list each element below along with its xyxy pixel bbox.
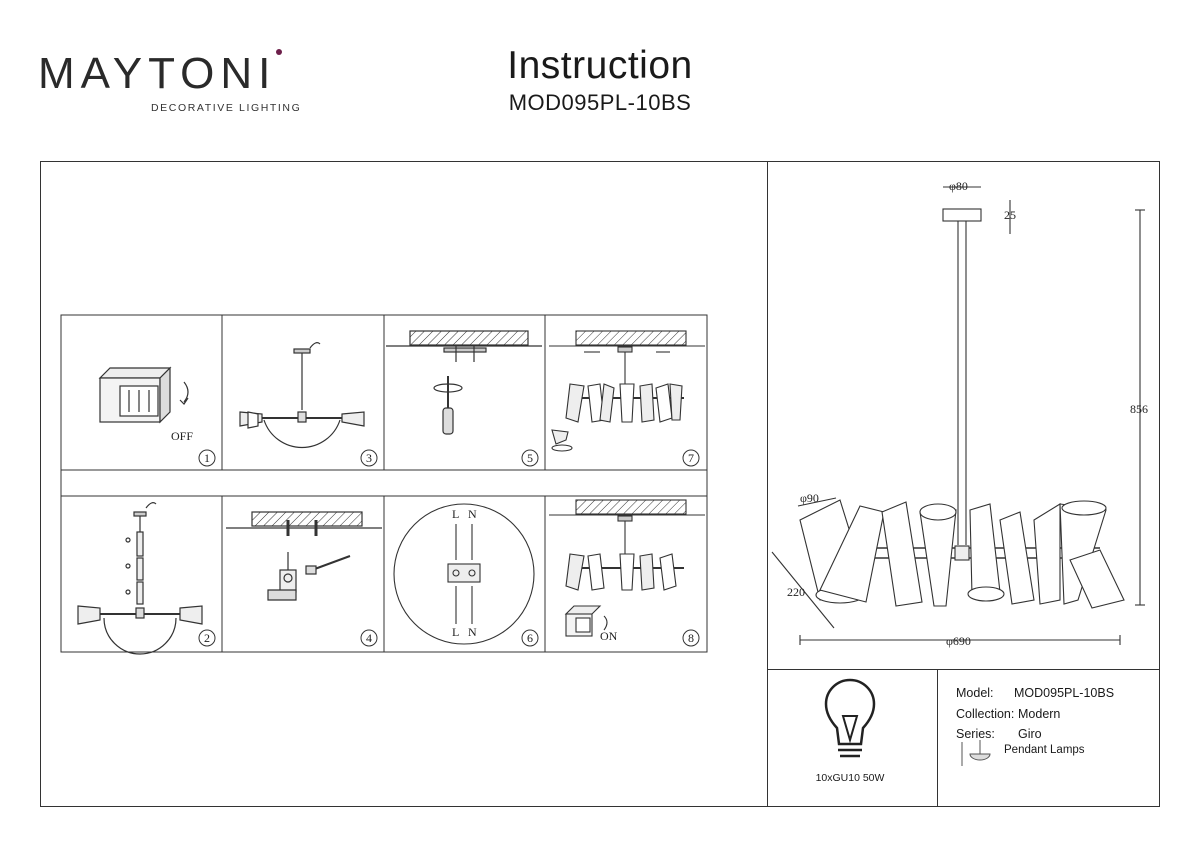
step-number-5: 5 bbox=[527, 451, 533, 465]
spec-collection-value: Modern bbox=[1018, 707, 1061, 721]
pendant-lamp-icon bbox=[961, 740, 991, 766]
step-number-3: 3 bbox=[366, 451, 372, 465]
page-title: Instruction bbox=[507, 44, 693, 87]
spec-model-value: MOD095PL-10BS bbox=[1014, 686, 1115, 700]
step-2-diagram bbox=[77, 502, 203, 655]
bulb-spec: 10xGU10 50W bbox=[815, 772, 885, 784]
off-label: OFF bbox=[171, 429, 193, 443]
wire-l-bottom: L bbox=[452, 625, 459, 639]
instruction-frame bbox=[40, 161, 1160, 807]
brand-name: MAYTONI bbox=[38, 49, 277, 98]
step-number-1: 1 bbox=[204, 451, 210, 465]
step-number-7: 7 bbox=[688, 451, 694, 465]
dim-shade-diameter: φ90 bbox=[800, 491, 819, 505]
spec-series-label: Series: bbox=[956, 727, 995, 741]
dim-canopy-diameter: φ80 bbox=[949, 179, 968, 193]
on-label: ON bbox=[600, 629, 618, 643]
logo-accent-dot bbox=[276, 49, 282, 55]
dim-width: φ690 bbox=[946, 634, 971, 648]
spec-divider bbox=[767, 669, 1160, 670]
step-4-diagram bbox=[226, 511, 382, 601]
spec-collection-label: Collection: bbox=[956, 707, 1015, 721]
dim-total-height: 856 bbox=[1130, 402, 1148, 416]
step-3-diagram bbox=[239, 342, 365, 449]
dim-depth: 220 bbox=[787, 585, 805, 599]
spec-inner-divider bbox=[937, 669, 938, 807]
spec-type-value: Pendant Lamps bbox=[1004, 744, 1085, 756]
brand-logo: MAYTONI DECORATIVE LIGHTING bbox=[38, 49, 300, 115]
step-8-diagram bbox=[549, 499, 705, 637]
step-5-diagram bbox=[386, 330, 542, 435]
bulb-icon bbox=[824, 678, 876, 758]
wire-l-top: L bbox=[452, 507, 459, 521]
step-6-wiring-diagram bbox=[393, 503, 535, 645]
spec-model-label: Model: bbox=[956, 686, 994, 700]
step-number-2: 2 bbox=[204, 631, 210, 645]
model-number: MOD095PL-10BS bbox=[508, 90, 692, 115]
wire-n-bottom: N bbox=[468, 625, 477, 639]
wire-n-top: N bbox=[468, 507, 477, 521]
step-number-6: 6 bbox=[527, 631, 533, 645]
step-7-diagram bbox=[549, 330, 705, 452]
step-number-8: 8 bbox=[688, 631, 694, 645]
panel-divider bbox=[767, 161, 768, 807]
technical-drawing bbox=[771, 186, 1145, 645]
spec-series-value: Giro bbox=[1018, 727, 1042, 741]
brand-tagline: DECORATIVE LIGHTING bbox=[151, 102, 302, 114]
step-1-switch-off bbox=[98, 366, 189, 424]
step-number-4: 4 bbox=[366, 631, 372, 645]
dim-canopy-height: 25 bbox=[1004, 208, 1016, 222]
